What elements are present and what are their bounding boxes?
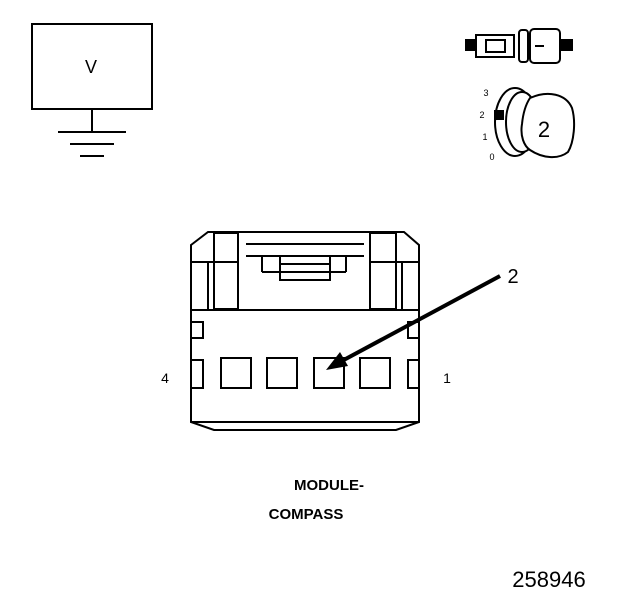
callout-label: 2 — [507, 266, 518, 288]
callout-arrow — [326, 274, 501, 370]
left-latch — [213, 232, 239, 310]
figure-id: 258946 — [512, 567, 585, 592]
terminal-cavity — [359, 357, 391, 389]
pin-label-left: 4 — [161, 370, 169, 386]
voltmeter-symbol — [31, 23, 153, 157]
connector-face — [190, 231, 420, 431]
key-position-0: 0 — [489, 152, 494, 162]
ignition-key-icon — [494, 87, 576, 158]
key-position-1: 1 — [482, 132, 487, 142]
key-position-3: 3 — [483, 88, 488, 98]
terminal-cavity-2 — [313, 357, 345, 389]
right-latch — [369, 232, 397, 310]
terminal-cavity — [220, 357, 252, 389]
key-number: 2 — [538, 117, 550, 142]
lock-tab — [279, 255, 331, 281]
terminal-cavity — [266, 357, 298, 389]
pin-label-right: 1 — [443, 370, 451, 386]
connector-name-line2: COMPASS — [269, 506, 344, 523]
connector-probe-icon — [465, 28, 573, 64]
voltmeter-label: V — [85, 57, 97, 77]
connector-name-line1: MODULE- — [294, 477, 364, 494]
key-position-2: 2 — [479, 110, 484, 120]
